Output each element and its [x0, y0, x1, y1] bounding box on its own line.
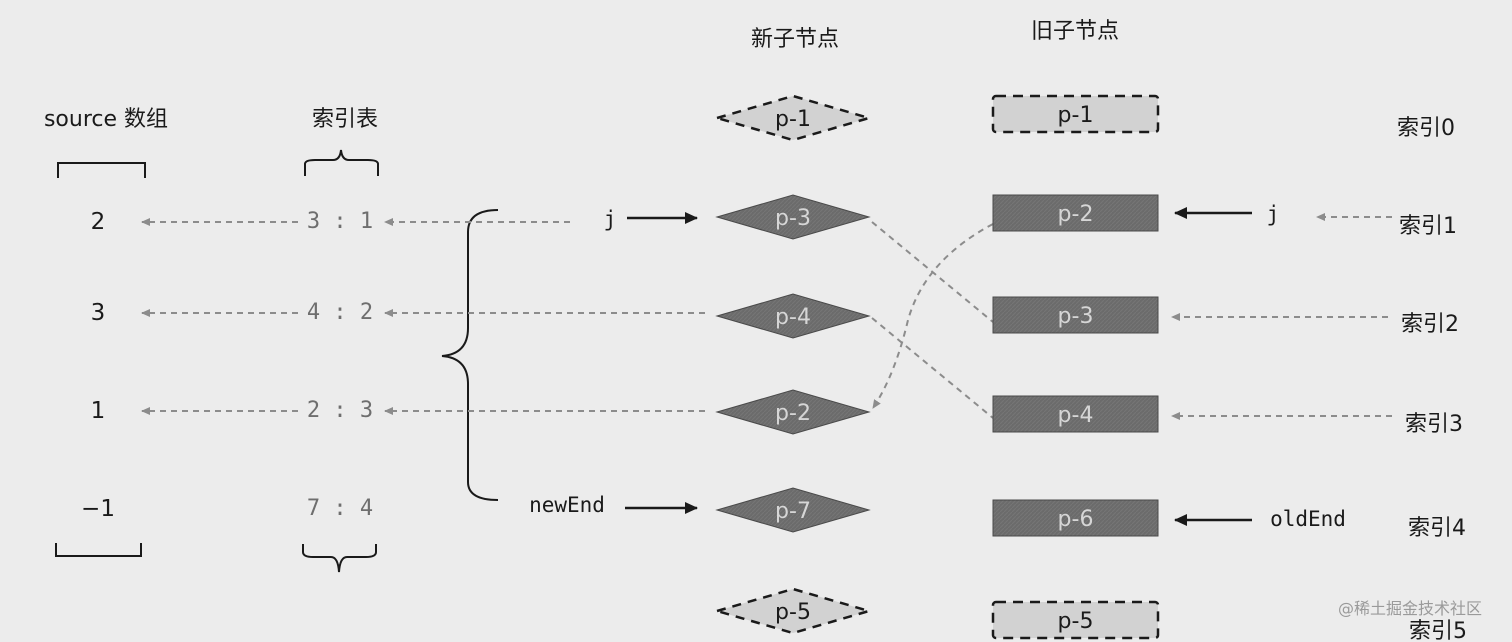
old-node-label: p-5: [1058, 609, 1094, 634]
old-node-label: p-4: [1058, 403, 1094, 428]
unprocessed-brace: [441, 209, 499, 501]
key-index-bottom-brace: [302, 544, 377, 573]
old-node-shape: [992, 194, 1159, 232]
old-start-pointer-label: j: [1267, 202, 1280, 226]
key-index-entry: 3 : 1: [307, 209, 373, 234]
source-bottom-bracket: [55, 543, 142, 557]
key-index-header: 索引表: [312, 107, 378, 132]
old-node-shape: [992, 296, 1159, 334]
new-node-shape: [715, 293, 871, 339]
old-index-label: 索引3: [1405, 412, 1463, 437]
old-node-label: p-2: [1058, 202, 1094, 227]
new-node-label: p-4: [775, 305, 811, 330]
old-index-label: 索引1: [1399, 214, 1457, 239]
key-index-entry: 2 : 3: [307, 398, 373, 423]
old-node: p-2: [992, 194, 1159, 232]
old-index-label: 索引0: [1397, 116, 1455, 141]
old-node-label: p-6: [1058, 507, 1094, 532]
old-node-label: p-3: [1058, 304, 1094, 329]
old-node-shape: [992, 499, 1159, 537]
source-value: 1: [91, 398, 106, 424]
old-index-label: 索引4: [1408, 516, 1466, 541]
old-index-label: 索引2: [1401, 312, 1459, 337]
new-node: p-2: [715, 389, 871, 435]
new-node: p-7: [715, 487, 871, 533]
new-node: p-1: [712, 94, 874, 142]
old-node: p-4: [992, 395, 1159, 433]
watermark: @稀土掘金技术社区: [1338, 599, 1482, 618]
source-value: 3: [91, 300, 106, 326]
new-node: p-5: [712, 587, 874, 635]
key-index-entry: 7 : 4: [307, 496, 373, 521]
new-start-pointer-label: j: [604, 207, 617, 231]
old-index-label: 索引5: [1409, 619, 1467, 642]
new-node-label: p-1: [775, 107, 811, 132]
old-node: p-5: [991, 600, 1160, 640]
old-children-header: 旧子节点: [1031, 19, 1119, 44]
source-top-bracket: [57, 162, 146, 178]
cross-link-p2: [872, 223, 994, 409]
new-node-shape: [715, 194, 871, 240]
old-node-shape: [991, 94, 1160, 134]
key-index-entry: 4 : 2: [307, 300, 373, 325]
new-node-label: p-3: [775, 206, 811, 231]
new-node-label: p-5: [775, 600, 811, 625]
new-node-shape: [715, 487, 871, 533]
source-array-header: source 数组: [44, 107, 168, 132]
new-children-header: 新子节点: [751, 27, 839, 52]
new-node-shape: [715, 389, 871, 435]
old-end-pointer-label: oldEnd: [1270, 507, 1346, 531]
new-end-pointer-label: newEnd: [529, 493, 605, 517]
old-node-shape: [991, 600, 1160, 640]
new-node-label: p-7: [775, 499, 811, 524]
old-node-shape: [992, 395, 1159, 433]
key-index-top-brace: [304, 149, 379, 176]
old-node-label: p-1: [1058, 103, 1094, 128]
source-value: −1: [81, 496, 115, 522]
cross-link-p4: [871, 317, 994, 419]
new-node: p-3: [715, 194, 871, 240]
source-value: 2: [91, 209, 106, 235]
old-node: p-6: [992, 499, 1159, 537]
new-node-shape: [712, 587, 874, 635]
new-node: p-4: [715, 293, 871, 339]
old-node: p-3: [992, 296, 1159, 334]
new-node-label: p-2: [775, 401, 811, 426]
new-node-shape: [712, 94, 874, 142]
old-node: p-1: [991, 94, 1160, 134]
